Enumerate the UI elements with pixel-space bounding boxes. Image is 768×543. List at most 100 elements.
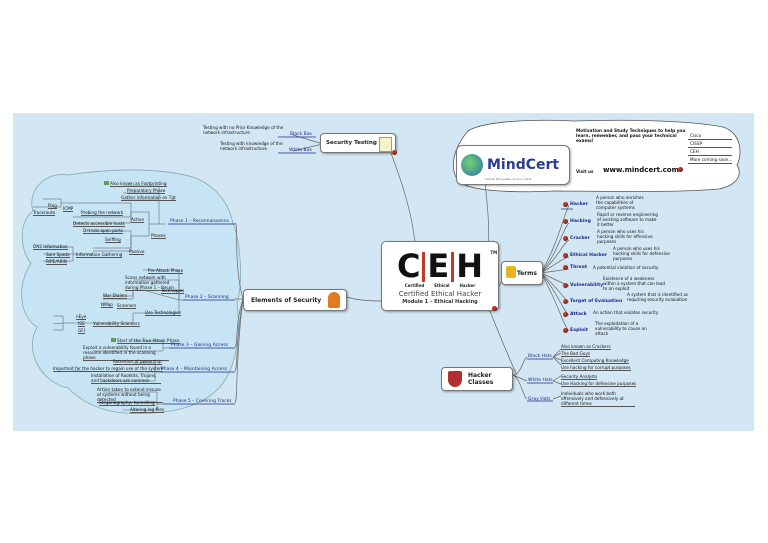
phase4-important: Important for the hacker to regain use o… bbox=[53, 366, 164, 372]
gray-hats-item: Individuals who work both offensively an… bbox=[561, 391, 635, 407]
term-bullet-icon bbox=[563, 312, 568, 317]
phase1-label[interactable]: Phase 1 – Reconnaissance bbox=[170, 219, 230, 224]
security-testing-marker-icon bbox=[392, 150, 397, 155]
person-icon bbox=[328, 292, 340, 308]
phase1-icmp: ICMP bbox=[63, 206, 74, 212]
logo-words: Certified Ethical Hacker bbox=[405, 283, 475, 288]
term-cracker[interactable]: Cracker bbox=[570, 236, 590, 241]
white-hats-label[interactable]: White Hats bbox=[528, 378, 553, 383]
phase2-gfi: GFI bbox=[78, 328, 85, 334]
black-box-desc: Testing with no Prior Knowledge of the n… bbox=[203, 125, 284, 135]
term-bullet-icon bbox=[563, 202, 568, 207]
phase1-phases: Phases bbox=[151, 233, 166, 239]
phase2-label[interactable]: Phase 2 – Scanning bbox=[185, 295, 229, 300]
term-bullet-icon bbox=[563, 219, 568, 224]
phase4-retention: Retention of ownership bbox=[113, 359, 162, 365]
black-hats-item: The Bad Guys bbox=[561, 351, 591, 357]
phase2-nmap: NMap bbox=[101, 302, 113, 308]
black-box-label[interactable]: Black Box bbox=[290, 132, 312, 137]
mindcert-tagline: Unlock the power of your mind bbox=[485, 177, 532, 181]
term-threat[interactable]: Threat bbox=[570, 265, 588, 270]
phase2-scans: Scans network with information gathered … bbox=[125, 275, 183, 291]
phase2-pre-attack: Pre Attack Phase bbox=[148, 268, 184, 274]
phase1-gather: Gather information on Tgt bbox=[121, 195, 176, 201]
logo-word: Certified bbox=[404, 282, 425, 288]
term-exploit[interactable]: Exploit bbox=[570, 328, 588, 333]
phase1-traceroute: Traceroute bbox=[33, 210, 56, 216]
logo-word: Ethical bbox=[434, 282, 450, 288]
logo-word: Hacker bbox=[459, 282, 476, 288]
phase5-label[interactable]: Phase 5 – Covering Tracks bbox=[173, 399, 232, 404]
mindcert-headline: Motivation and Study Techniques to help … bbox=[576, 129, 686, 144]
term-toe-def: A system that is identified as requiring… bbox=[627, 292, 688, 302]
white-box-label[interactable]: White Box bbox=[289, 148, 312, 153]
phase3-start: Start of the True Attack Phase bbox=[117, 338, 180, 344]
term-hacking-def: Rapid or reverse engineering of existing… bbox=[597, 212, 658, 227]
logo-separator bbox=[422, 251, 426, 282]
phase2-vuln-scanners: Vulnerability Scanners bbox=[93, 321, 140, 327]
phase2-scanners: Scanners bbox=[117, 303, 137, 309]
phase2-iss: ISS bbox=[78, 321, 85, 327]
terms-label: Terms bbox=[516, 269, 537, 277]
phase1-info-gathering: Information Gathering bbox=[76, 252, 123, 258]
mindcert-node[interactable]: MindCert Unlock the power of your mind bbox=[456, 145, 570, 185]
logo-separator bbox=[451, 251, 455, 282]
trademark: TM bbox=[490, 249, 498, 255]
ceh-central-node[interactable]: C E H TM Certified Ethical Hacker Certif… bbox=[381, 241, 499, 311]
phase1-probing: Probing the network bbox=[81, 210, 124, 216]
term-bullet-icon bbox=[563, 283, 568, 288]
phase2-war-dialers: War Dialers bbox=[103, 293, 128, 299]
phase1-passive: Passive bbox=[129, 249, 145, 255]
phase1-sniffing: Sniffing bbox=[105, 237, 121, 243]
phase1-ripe: RIPE/ARIN bbox=[46, 259, 67, 265]
ceh-title: Certified Ethical Hacker bbox=[398, 289, 482, 298]
black-hats-item: Excellent Computing Knowledge bbox=[561, 358, 629, 364]
term-vulnerability[interactable]: Vulnerability bbox=[570, 283, 604, 288]
terms-node[interactable]: Terms bbox=[501, 261, 543, 285]
term-hacker[interactable]: Hacker bbox=[570, 202, 588, 207]
mindcert-marker-icon bbox=[678, 167, 683, 172]
black-hats-item: Also known as Crackers bbox=[561, 344, 611, 350]
term-attack-def: An action that violates security bbox=[593, 310, 659, 315]
phase5-altering: Altering log files bbox=[130, 407, 165, 413]
cert-list: Cisco CISSP CEH More coming soon... bbox=[688, 132, 732, 164]
hacker-classes-node[interactable]: Hacker Classes bbox=[441, 367, 513, 391]
term-cracker-def: A person who uses his hacking skills for… bbox=[597, 229, 653, 244]
gray-hats-label[interactable]: Gray Hats bbox=[528, 397, 551, 402]
white-hats-item: Security Analysts bbox=[561, 374, 598, 380]
term-bullet-icon bbox=[563, 253, 568, 258]
term-bullet-icon bbox=[563, 265, 568, 270]
cert-item: More coming soon... bbox=[688, 157, 733, 164]
white-box-desc: Testing with knowledge of the network in… bbox=[220, 141, 283, 151]
padlock-icon bbox=[506, 266, 516, 278]
mindcert-url[interactable]: www.mindcert.com bbox=[603, 166, 679, 174]
note-icon bbox=[111, 338, 116, 342]
phase3-label[interactable]: Phase 3 – Gaining Access bbox=[171, 343, 228, 348]
cert-item: Cisco bbox=[688, 132, 732, 140]
phase1-ping: Ping bbox=[48, 203, 57, 209]
logo-letter-c: C bbox=[396, 246, 421, 285]
mind-map-canvas: C E H TM Certified Ethical Hacker Certif… bbox=[13, 113, 754, 431]
term-attack[interactable]: Attack bbox=[570, 312, 587, 317]
phase4-label[interactable]: Phase 4 – Maintaining Access bbox=[161, 367, 228, 372]
phase1-dns: DNS Information bbox=[33, 244, 68, 250]
phase4-install: Installation of Rootkits, Trojans, and b… bbox=[91, 373, 161, 384]
term-target-of-evaluation[interactable]: Target of Evaluation bbox=[570, 299, 623, 304]
term-exploit-def: The exploitation of a vulnerability to c… bbox=[595, 321, 647, 336]
security-testing-node[interactable]: Security Testing bbox=[320, 133, 396, 153]
black-hats-label[interactable]: Black Hats bbox=[528, 354, 552, 359]
security-testing-label: Security Testing bbox=[326, 140, 377, 146]
ceh-logo: C E H TM bbox=[396, 246, 497, 285]
term-ethical-hacker-def: A person who uses his hacking skills for… bbox=[613, 246, 670, 261]
elements-of-security-node[interactable]: Elements of Security bbox=[243, 289, 347, 311]
term-ethical-hacker[interactable]: Ethical Hacker bbox=[570, 253, 608, 258]
center-marker-icon bbox=[492, 306, 497, 311]
ceh-subtitle: Module 1 – Ethical Hacking bbox=[402, 298, 478, 305]
shield-icon bbox=[448, 371, 462, 387]
magnifier-icon bbox=[379, 137, 392, 152]
term-hacking[interactable]: Hacking bbox=[570, 219, 591, 224]
logo-letter-h: H bbox=[456, 246, 484, 285]
phase1-samspade: Sam Spade bbox=[46, 252, 70, 258]
phase1-detect-ports: Detects open ports bbox=[83, 228, 124, 234]
phase1-aka: Also known as Footprinting bbox=[110, 181, 167, 187]
